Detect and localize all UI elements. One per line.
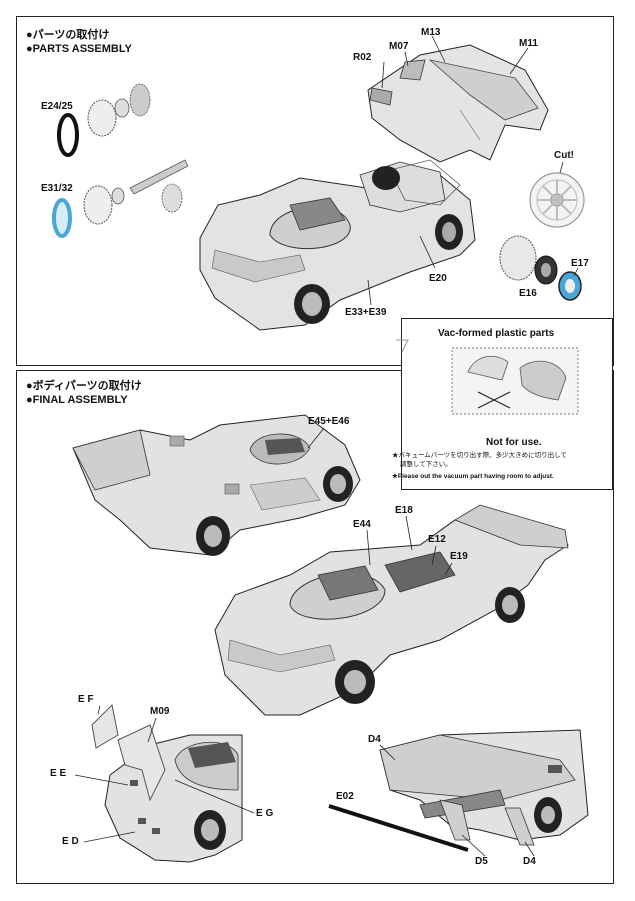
label-ee: E E: [50, 768, 67, 779]
label-r02: R02: [353, 52, 372, 63]
label-e02: E02: [336, 791, 354, 802]
e02-strip: [328, 804, 469, 852]
label-e19: E19: [450, 551, 468, 562]
vac-not-for-use: Not for use.: [486, 437, 542, 448]
car-rear-three-quarter: [72, 414, 361, 556]
final-assembly-title-en: ●FINAL ASSEMBLY: [26, 394, 128, 406]
label-e18: E18: [395, 505, 413, 516]
cut-wheel-part: [529, 172, 585, 228]
label-d5: D5: [475, 856, 488, 867]
label-m07: M07: [389, 41, 409, 52]
label-d4-top: D4: [368, 734, 381, 745]
car-front-three-quarter: [214, 504, 569, 716]
e16-e17-wheel-parts: [499, 235, 582, 301]
e24-25-parts: [57, 83, 151, 157]
parts-assembly-title-jp: ●パーツの取付け: [26, 29, 110, 41]
label-ed: E D: [62, 836, 79, 847]
label-e45-e46: E45+E46: [308, 416, 350, 427]
label-e24-25: E24/25: [41, 101, 73, 112]
detail-rear-diffuser: [379, 729, 589, 846]
vac-note-jp-1: ★バキュームパーツを切り出す際、多少大きめに切り出して: [392, 452, 567, 459]
label-eg: E G: [256, 808, 274, 819]
final-assembly-title-jp: ●ボディパーツの取付け: [26, 380, 142, 392]
label-m13: M13: [421, 27, 441, 38]
label-e17: E17: [571, 258, 589, 269]
label-cut: Cut!: [554, 150, 574, 161]
main-car-body: [199, 159, 476, 331]
vac-note-en: ★Please out the vacuum part having room …: [392, 473, 554, 480]
label-e12: E12: [428, 534, 446, 545]
label-m11: M11: [519, 38, 538, 49]
vac-note-jp-2: 調整して下さい。: [400, 461, 452, 468]
parts-assembly-title-en: ●PARTS ASSEMBLY: [26, 43, 132, 55]
e31-32-parts: [52, 159, 189, 238]
rear-deck-part: [367, 44, 549, 163]
label-e33-e39: E33+E39: [345, 307, 387, 318]
label-d4-bottom: D4: [523, 856, 536, 867]
vac-formed-title: Vac-formed plastic parts: [438, 328, 555, 339]
label-e44: E44: [353, 519, 371, 530]
label-e16: E16: [519, 288, 537, 299]
label-e31-32: E31/32: [41, 183, 73, 194]
label-ef: E F: [78, 694, 94, 705]
label-m09: M09: [150, 706, 170, 717]
vac-formed-sheet: [451, 347, 579, 415]
label-e20: E20: [429, 273, 447, 284]
